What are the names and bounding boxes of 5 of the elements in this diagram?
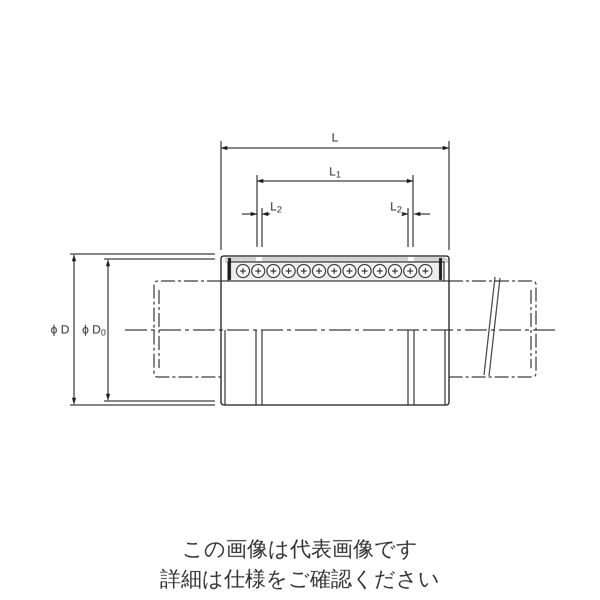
dimension-label: L$_{2}$ — [390, 200, 402, 214]
dimension-label: L$_{1}$ — [329, 164, 341, 180]
dimension-label: ϕ D — [50, 322, 70, 338]
dimension-label: ϕ D$_{0}$ — [82, 322, 106, 338]
dimension-label: L$_{2}$ — [270, 200, 282, 214]
